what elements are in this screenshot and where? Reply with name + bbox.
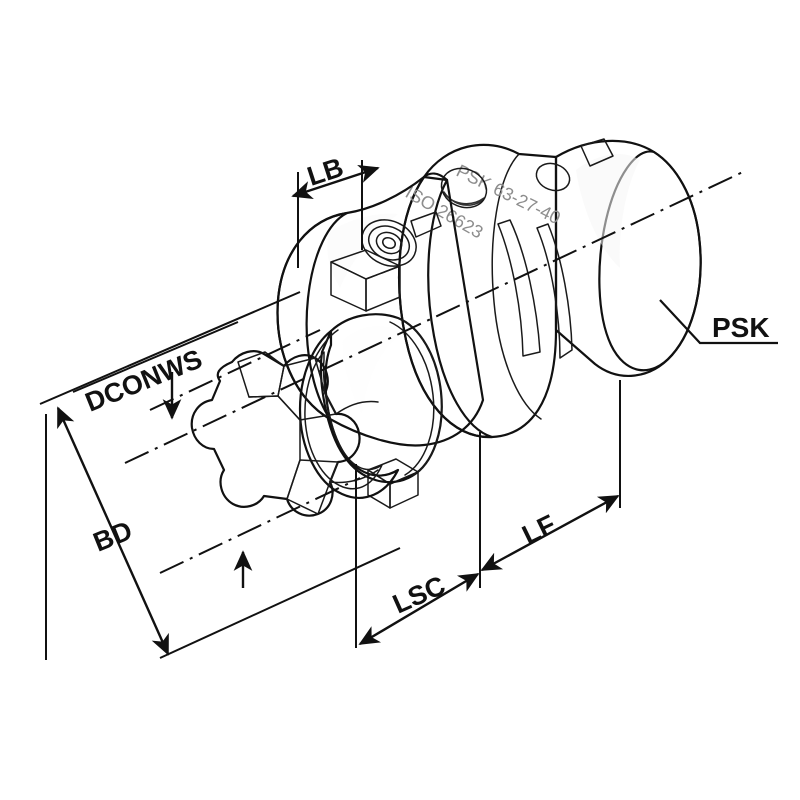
- locking-bolt-boss: [361, 219, 417, 267]
- lower-center-axis: [159, 477, 361, 574]
- dconws-extension-line: [72, 321, 239, 393]
- bd-extension-upper-diagonal: [39, 291, 301, 405]
- drive-key-upper: [330, 249, 401, 312]
- callout-psk: PSK: [659, 299, 778, 345]
- psk-rear-cylinder: [554, 139, 702, 377]
- flange-top-notch: [410, 211, 442, 238]
- rear-top-notch: [580, 138, 614, 167]
- dimension-lb: LB: [291, 152, 380, 268]
- bd-dimension-line: [56, 406, 170, 656]
- drive-slot-lower: [536, 223, 573, 359]
- lf-dimension-line: [480, 494, 620, 572]
- nose-cylinder: [319, 313, 443, 484]
- lsc-dimension-line: [358, 572, 480, 646]
- lb-dimension-line: [291, 165, 380, 199]
- bolt-socket: [381, 236, 397, 250]
- center-axis-lines: [124, 170, 746, 574]
- bolt-head: [375, 231, 403, 255]
- drive-slots: [497, 219, 573, 359]
- psk-leader-line: [659, 299, 778, 345]
- main-center-axis: [124, 170, 746, 464]
- callout-label-psk: PSK: [712, 312, 770, 343]
- coolant-hole-small: [535, 162, 571, 192]
- bd-extension-lower-diagonal: [159, 547, 401, 659]
- drive-slot-upper: [497, 219, 541, 357]
- nose-end-ring: [298, 329, 400, 499]
- upper-center-axis: [149, 329, 321, 411]
- bolt-boss-outer-ring: [361, 219, 417, 267]
